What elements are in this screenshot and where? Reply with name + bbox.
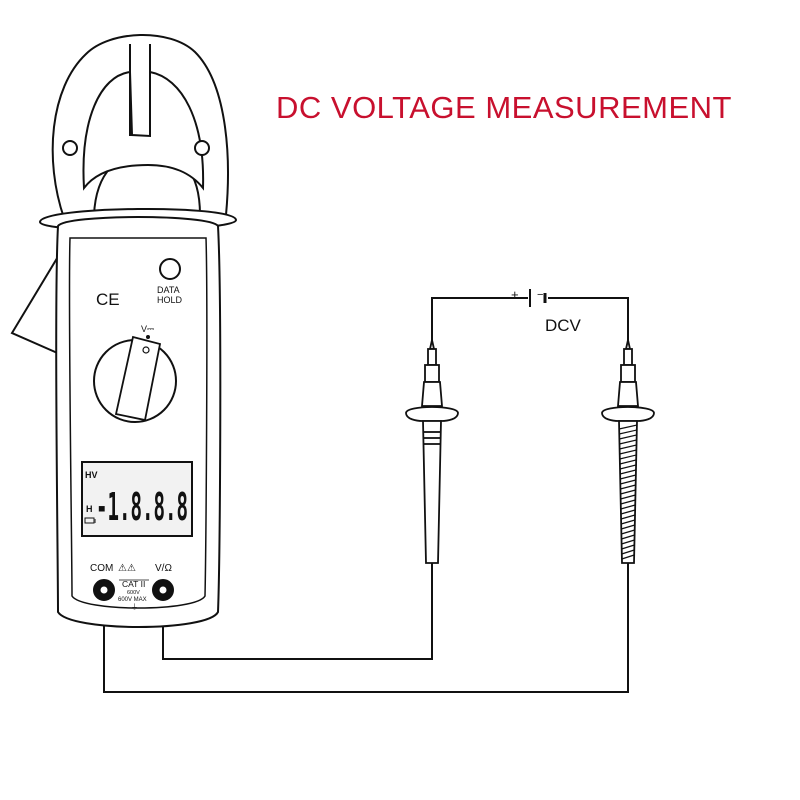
battery-symbol <box>529 289 547 307</box>
probe-hatching <box>618 424 638 560</box>
dial-indicator <box>142 346 150 354</box>
red-test-probe <box>405 339 459 564</box>
v-ohm-terminal-center <box>158 585 168 595</box>
dcv-label: DCV <box>545 316 582 335</box>
ce-mark: CE <box>96 290 120 309</box>
battery-minus-sign: − <box>537 289 543 301</box>
red-lead-wire <box>162 563 433 660</box>
lcd-digits: -1.8.8.8 <box>96 485 188 529</box>
clamp-trigger <box>10 246 63 357</box>
com-label: COM <box>90 563 113 574</box>
lcd-display <box>81 461 193 537</box>
jaw-bump-left <box>62 140 78 156</box>
lcd-h-label: H <box>86 504 93 514</box>
com-terminal-center <box>99 585 109 595</box>
data-hold-button[interactable] <box>159 258 181 280</box>
cat-label: CAT II <box>122 579 145 589</box>
cat-voltage: 600V <box>127 590 140 596</box>
battery-icon <box>84 517 96 524</box>
clamp-jaw <box>51 34 229 220</box>
dial-voltage-label: V⎓ <box>141 324 154 334</box>
dial-knob <box>114 335 162 422</box>
circuit-wiring <box>103 297 629 693</box>
warning-icons: ⚠⚠ <box>118 563 136 574</box>
battery-plus-sign: + <box>511 287 519 302</box>
dc-loop-wire-right <box>548 297 629 352</box>
data-hold-label-line2: HOLD <box>157 295 183 305</box>
meter-face-panel <box>68 237 208 609</box>
jaw-bump-right <box>194 140 210 156</box>
data-hold-label: DATA <box>157 285 180 295</box>
v-ohm-label: V/Ω <box>155 563 172 574</box>
dial-position-dot <box>146 335 150 339</box>
clamp-jaw-opening <box>82 70 205 191</box>
black-lead-wire <box>103 563 629 693</box>
lcd-hv-label: HV <box>85 470 98 480</box>
dc-loop-wire <box>431 297 528 352</box>
clamp-meter <box>10 34 238 628</box>
max-voltage-label: 600V MAX <box>118 597 147 603</box>
page-title: DC VOLTAGE MEASUREMENT <box>276 90 732 125</box>
ground-symbol: ⏚ <box>131 603 138 611</box>
